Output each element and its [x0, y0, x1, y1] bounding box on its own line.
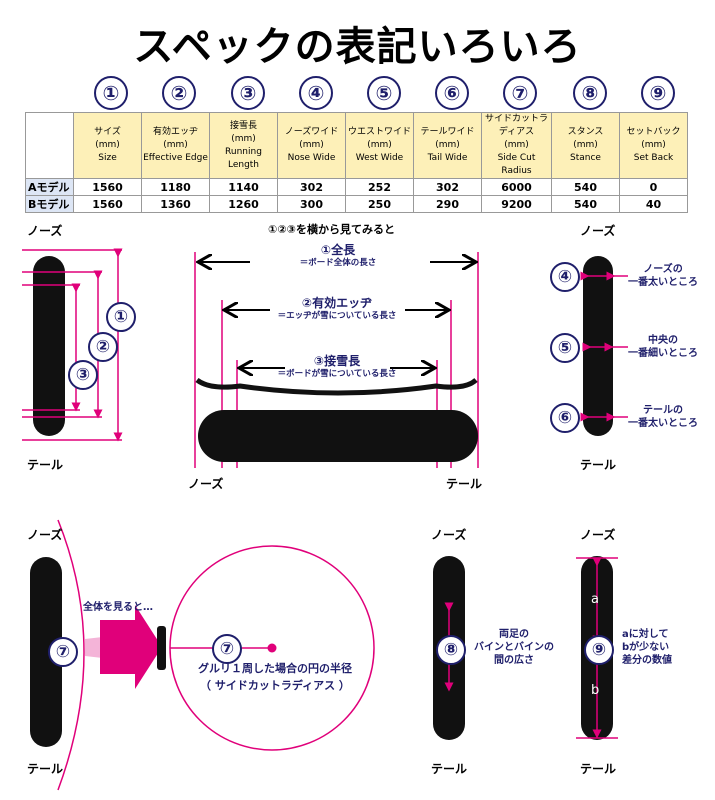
board-top-view-2 [583, 256, 613, 436]
table-cell: 300 [277, 195, 346, 213]
label-nose-2: ノーズ [580, 224, 616, 238]
waist-width-caption: 中央の一番細いところ [628, 335, 698, 359]
board-top-view-3 [30, 557, 62, 747]
spec-table: サイズ(mm)Size 有効エッヂ(mm)Effective Edge 接雪長(… [25, 112, 688, 213]
tail-width-caption: テールの一番太いところ [628, 405, 698, 429]
table-cell: 290 [413, 195, 482, 213]
label-nose-3: ノーズ [27, 528, 63, 542]
label-nose-5: ノーズ [580, 528, 616, 542]
badge-4-nose-width: ④ [550, 262, 580, 292]
effective-edge-caption: ②有効エッヂ ＝エッヂが雪についている長さ [277, 296, 397, 322]
table-cell: 540 [551, 195, 620, 213]
table-cell: 40 [619, 195, 688, 213]
label-tail-2: テール [580, 458, 617, 472]
badge-7-board: ⑦ [48, 637, 78, 667]
header-cell-effective-edge: 有効エッヂ(mm)Effective Edge [141, 112, 210, 179]
header-cell-stance: スタンス(mm)Stance [551, 112, 620, 179]
table-cell: 250 [345, 195, 414, 213]
page-title: スペックの表記いろいろ [133, 24, 582, 70]
label-nose-1: ノーズ [27, 224, 63, 238]
number-badge-5: ⑤ [367, 76, 401, 110]
header-cell-tail-wide: テールワイド(mm)Tail Wide [413, 112, 482, 179]
table-corner-cell [25, 112, 74, 179]
header-cell-side-cut-radius: サイドカットラディアス(mm)Side Cut Radius [481, 112, 552, 179]
header-cell-running-length: 接雪長(mm)Running Length [209, 112, 278, 179]
header-cell-size: サイズ(mm)Size [73, 112, 142, 179]
label-tail-1: テール [27, 458, 64, 472]
label-nose-side: ノーズ [188, 477, 224, 491]
badge-5-waist-width: ⑤ [550, 333, 580, 363]
badge-1-length: ① [106, 302, 136, 332]
radius-caption: グルリ１周した場合の円の半径 （ サイドカットラディアス ） [198, 662, 352, 692]
circle-center-dot [267, 643, 277, 653]
board-side-base [198, 410, 478, 462]
badge-7-radius: ⑦ [212, 634, 242, 664]
header-cell-set-back: セットバック(mm)Set Back [619, 112, 688, 179]
zoom-arrow-head [100, 605, 162, 689]
nose-width-caption: ノーズの一番太いところ [628, 264, 698, 288]
badge-2-edge: ② [88, 332, 118, 362]
number-badge-6: ⑥ [435, 76, 469, 110]
badge-6-tail-width: ⑥ [550, 403, 580, 433]
header-cell-nose-wide: ノーズワイド(mm)Nose Wide [277, 112, 346, 179]
stance-caption: 両足のバインとバインの間の広さ [474, 629, 554, 666]
number-badge-1: ① [94, 76, 128, 110]
look-whole-caption: 全体を見ると… [83, 602, 153, 613]
table-row: Bモデル 1560 1360 1260 300 250 290 9200 540… [25, 195, 688, 213]
badge-8-stance: ⑧ [436, 635, 466, 665]
badge-9-setback: ⑨ [584, 635, 614, 665]
number-badge-3: ③ [231, 76, 265, 110]
board-side-profile [195, 377, 478, 396]
running-length-caption: ③接雪長 ＝ボードが雪についている長さ [277, 354, 397, 380]
column-number-row: ① ② ③ ④ ⑤ ⑥ ⑦ ⑧ ⑨ [73, 76, 695, 110]
table-cell: 9200 [481, 195, 552, 213]
table-cell: 252 [345, 178, 414, 196]
number-badge-2: ② [162, 76, 196, 110]
label-nose-4: ノーズ [431, 528, 467, 542]
table-cell: 1560 [73, 195, 142, 213]
side-view-heading: ①②③を横から見てみると [268, 223, 395, 236]
label-tail-side: テール [446, 477, 483, 491]
full-length-caption: ①全長 ＝ボード全体の長さ [299, 243, 377, 269]
label-tail-4: テール [431, 762, 468, 776]
number-badge-4: ④ [299, 76, 333, 110]
setback-label-a: a [591, 592, 599, 607]
board-small-icon [157, 626, 166, 670]
side-cut-arc [57, 519, 85, 791]
number-badge-8: ⑧ [573, 76, 607, 110]
label-tail-3: テール [27, 762, 64, 776]
badge-3-running: ③ [68, 360, 98, 390]
label-tail-5: テール [580, 762, 617, 776]
table-cell: 1260 [209, 195, 278, 213]
row-label: Aモデル [25, 178, 74, 196]
table-cell: 1360 [141, 195, 210, 213]
table-cell: 1140 [209, 178, 278, 196]
table-header-row: サイズ(mm)Size 有効エッヂ(mm)Effective Edge 接雪長(… [25, 112, 688, 179]
board-top-view-1 [33, 256, 65, 436]
setback-label-b: b [591, 683, 600, 698]
row-label: Bモデル [25, 195, 74, 213]
header-cell-west-wide: ウエストワイド(mm)West Wide [345, 112, 414, 179]
number-badge-7: ⑦ [503, 76, 537, 110]
number-badge-9: ⑨ [641, 76, 675, 110]
